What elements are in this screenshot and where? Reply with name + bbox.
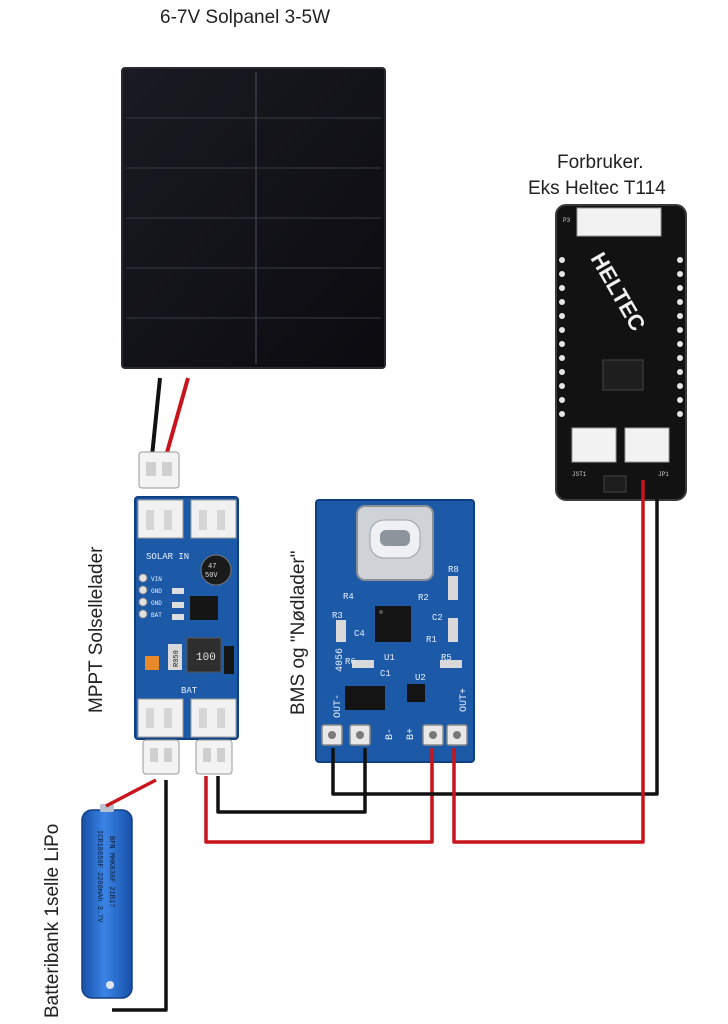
bms-part-r3: R3 (332, 611, 343, 621)
bms-b-minus-label: B- (385, 728, 396, 740)
bms-part-r4: R4 (343, 592, 354, 602)
bms-part-r8: R8 (448, 565, 459, 575)
bms-b-plus-label: B+ (406, 728, 417, 740)
bms-out-plus-label: OUT+ (459, 688, 470, 712)
heltec-board: P3 HELTEC JST1 JP1 (555, 204, 687, 501)
pad-label-gnd1: GND (151, 588, 162, 595)
bms-part-r5: R5 (441, 653, 452, 663)
capacitor-value: 47 (208, 563, 216, 571)
mppt-battery-connector (142, 739, 180, 775)
solar-in-label: SOLAR IN (146, 552, 189, 562)
panel-connector (138, 451, 180, 489)
bms-part-r1: R1 (426, 635, 437, 645)
battery-text-line2: BFN MHK038F 21B17 (107, 836, 115, 907)
inductor-value: 100 (196, 652, 216, 664)
bms-part-u1: U1 (384, 653, 395, 663)
battery-cell: ICR18650F 2200mAh 3.7V BFN MHK038F 21B17 (81, 804, 133, 999)
capacitor-voltage: 50V (205, 572, 218, 580)
heltec-p3-label: P3 (563, 217, 571, 224)
pad-label-vin: VIN (151, 576, 162, 583)
bat-label: BAT (181, 686, 198, 696)
battery-text-line1: ICR18650F 2200mAh 3.7V (95, 830, 103, 923)
bms-board: R4 R3 C4 R2 R1 R6 U1 U2 R5 R8 C2 C1 4056… (315, 499, 475, 763)
pad-label-gnd2: GND (151, 600, 162, 607)
bms-part-c1: C1 (380, 669, 391, 679)
bms-part-c2: C2 (432, 613, 443, 623)
bms-part-r2: R2 (418, 593, 429, 603)
consumer-label-line1: Forbruker. (557, 152, 644, 173)
mppt-load-connector (195, 739, 233, 775)
wires (105, 480, 659, 1012)
heltec-jp1-label: JP1 (658, 471, 669, 478)
mppt-board: SOLAR IN 47 50V VIN GND GND BAT 100 R050… (134, 496, 239, 740)
bms-chip-label: 4056 (335, 648, 346, 672)
panel-leads (150, 377, 190, 457)
heltec-jst1-label: JST1 (572, 471, 587, 478)
bms-part-r6: R6 (345, 657, 356, 667)
solar-panel (121, 67, 386, 369)
bms-part-c4: C4 (354, 629, 365, 639)
solar-panel-label: 6-7V Solpanel 3-5W (160, 7, 331, 28)
pad-label-bat: BAT (151, 612, 162, 619)
consumer-label-line2: Eks Heltec T114 (528, 178, 666, 199)
bms-part-u2: U2 (415, 673, 426, 683)
resistor-value: R050 (173, 650, 181, 667)
bms-out-minus-label: OUT- (333, 694, 344, 718)
